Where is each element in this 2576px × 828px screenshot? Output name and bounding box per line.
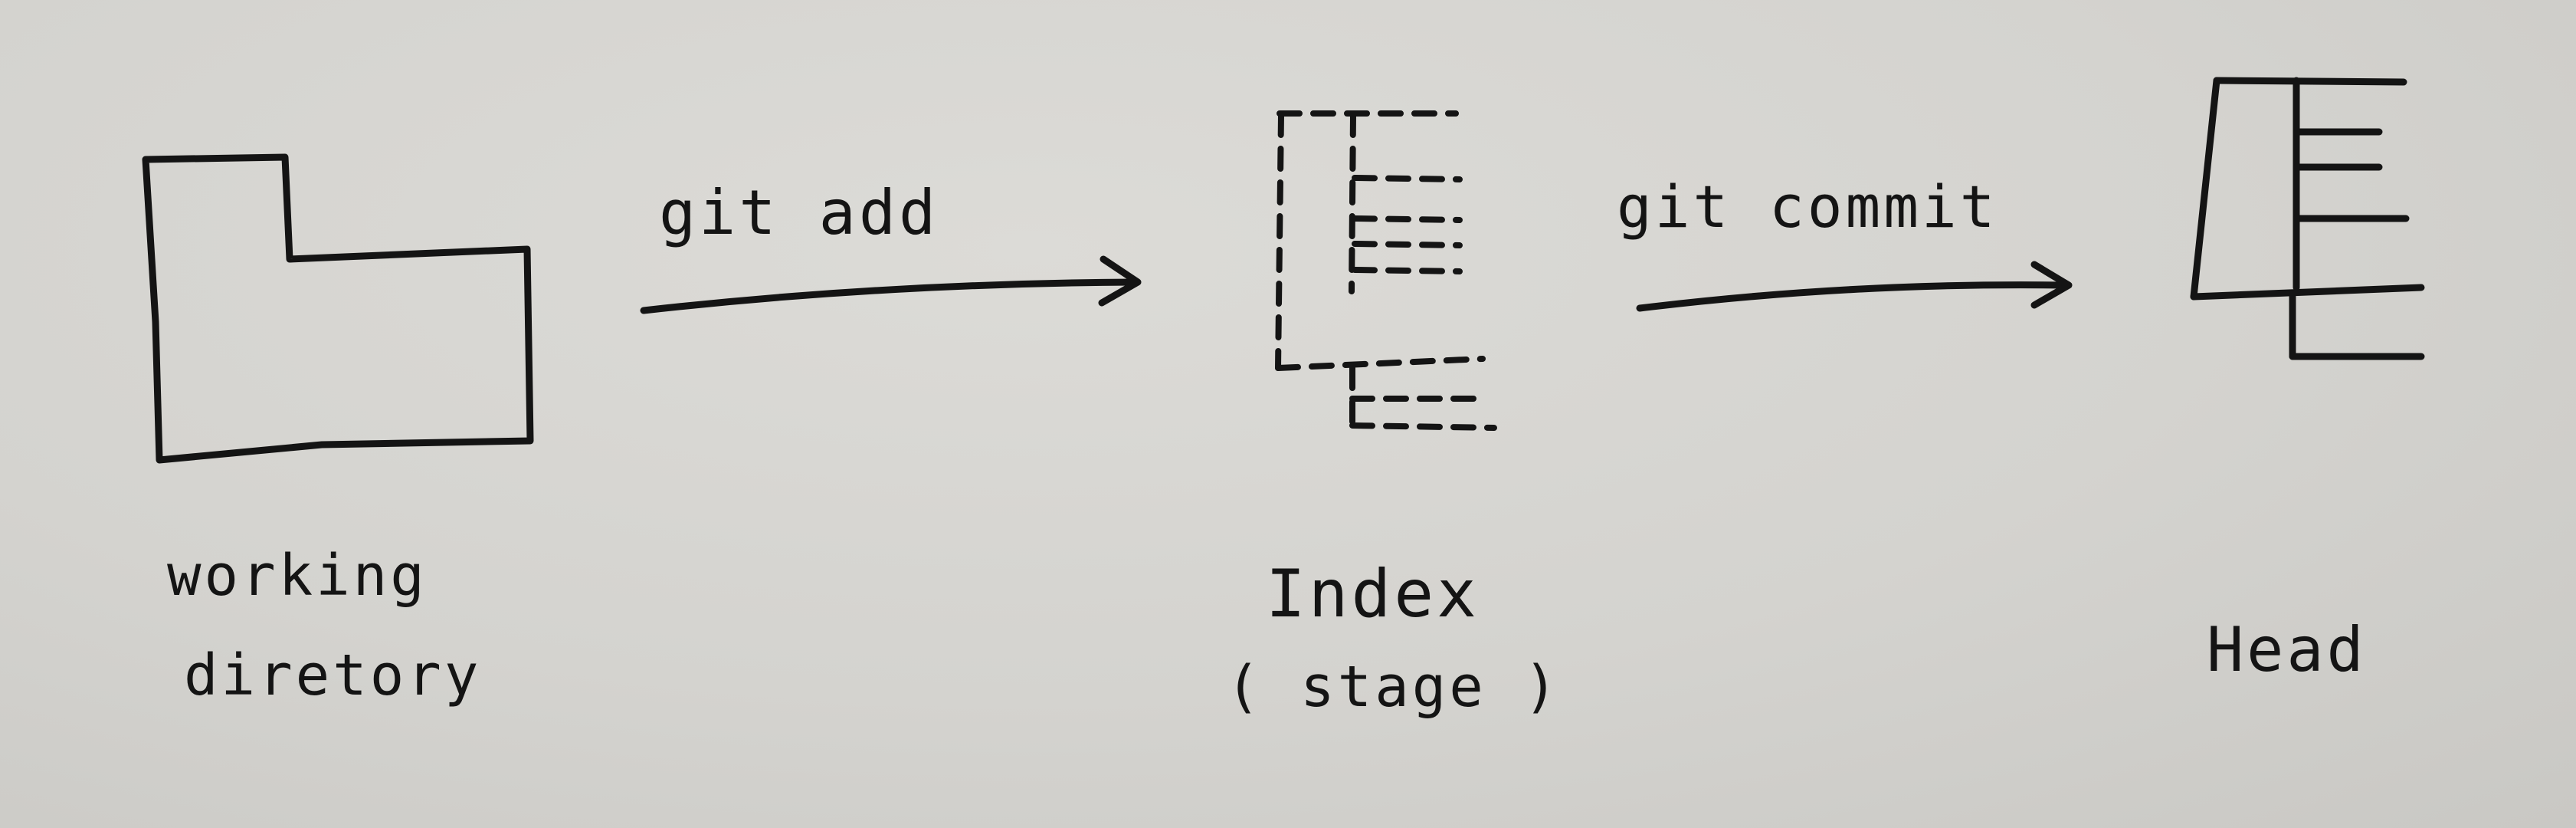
index-label-line1: Index (1266, 556, 1480, 632)
git-add-arrow (640, 278, 1138, 314)
git-commit-arrow (1636, 281, 2069, 312)
index-shape (1275, 110, 1497, 431)
git-add-label: git add (659, 177, 939, 248)
git-add-arrowhead (1098, 255, 1142, 307)
git-commit-arrowhead (2030, 261, 2073, 309)
working-directory-label-line1: working (167, 543, 428, 609)
working-directory-label-line2: diretory (184, 642, 482, 708)
git-commit-label: git commit (1617, 172, 1998, 241)
working-directory-shape (142, 153, 534, 464)
head-label: Head (2207, 614, 2367, 685)
head-shape (2190, 77, 2425, 360)
index-label-line2: ( stage ) (1226, 654, 1561, 720)
